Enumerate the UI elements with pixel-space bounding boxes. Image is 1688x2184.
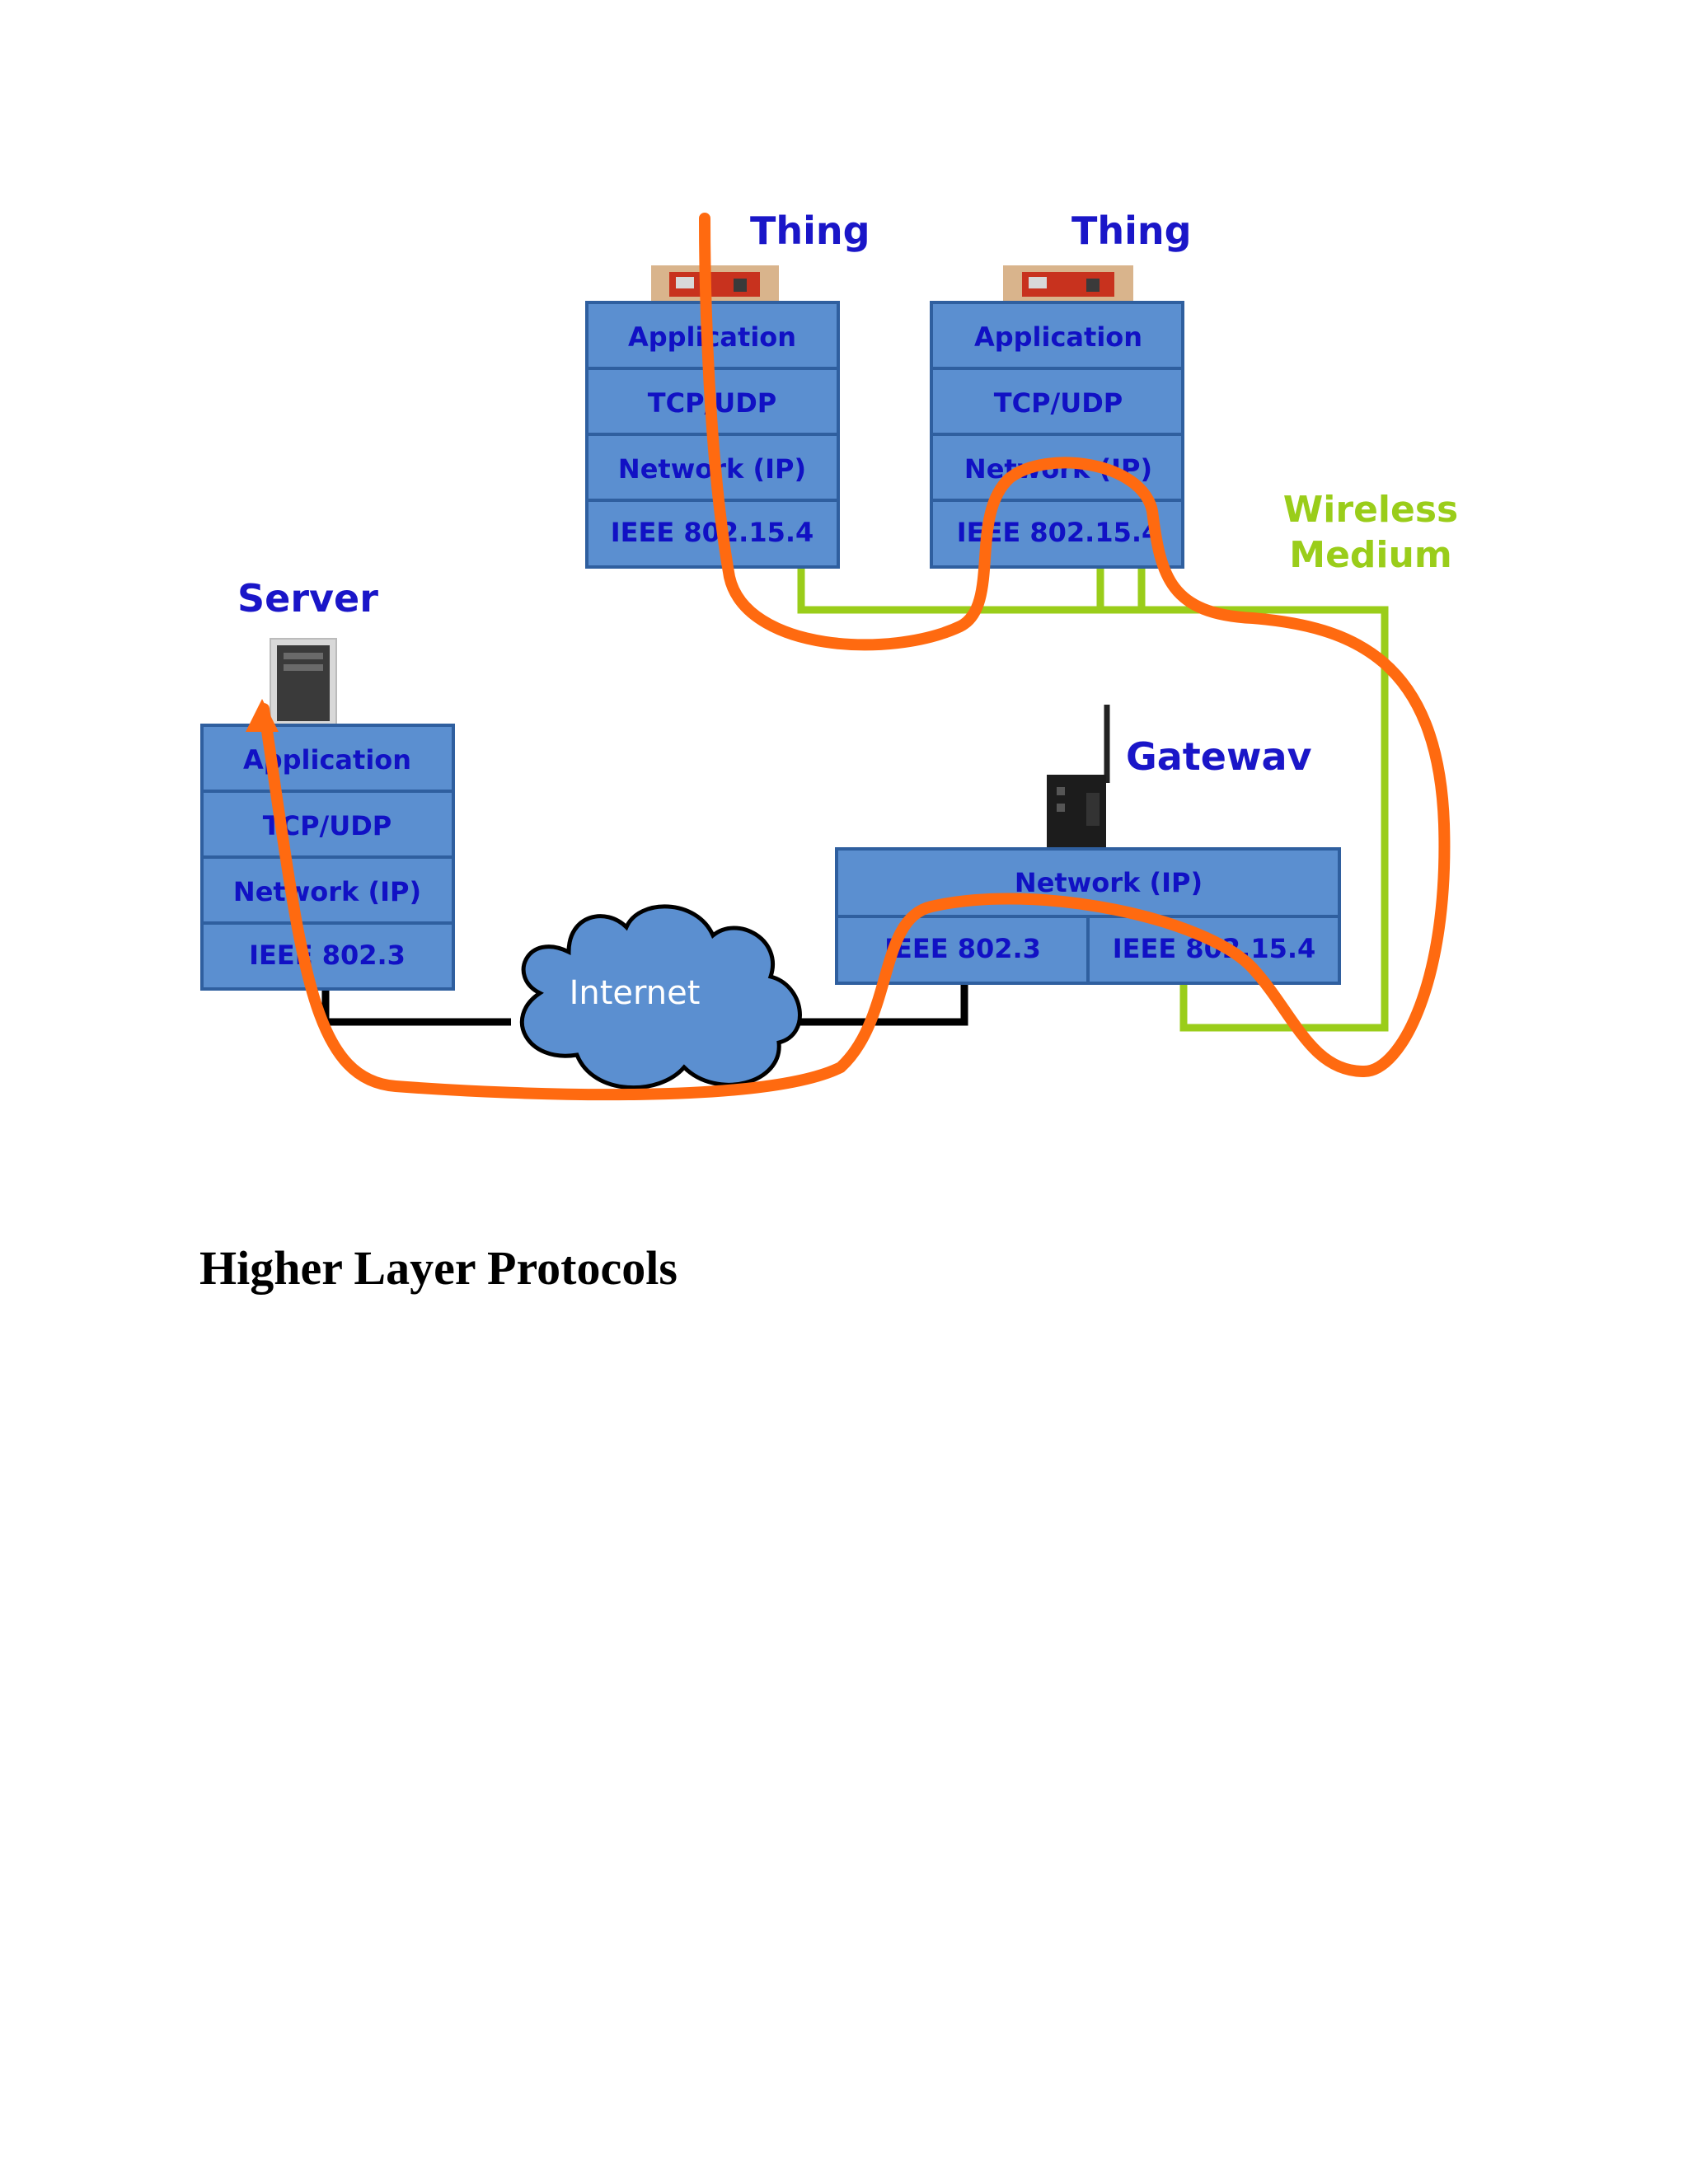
server-layer-network: Network (IP) bbox=[233, 876, 421, 907]
gateway-layer-wpan-box bbox=[1086, 915, 1341, 985]
thing-left-layer-link-box bbox=[585, 499, 840, 569]
thing-right-layer-application-box bbox=[930, 301, 1184, 370]
internet-label: Internet bbox=[570, 974, 701, 1012]
wireless-medium-label-line-1: Wireless bbox=[1283, 489, 1458, 531]
section-heading: Higher Layer Protocols bbox=[199, 1241, 678, 1295]
sensor-board-icon bbox=[1003, 265, 1133, 302]
sensor-board-icon bbox=[651, 265, 779, 302]
wireless-links bbox=[797, 567, 1389, 1032]
arrowhead-icon bbox=[246, 699, 279, 732]
thing-right-title: Thing bbox=[1071, 209, 1192, 253]
gateway-router-icon bbox=[1047, 705, 1110, 849]
server-layer-network-box bbox=[200, 855, 455, 925]
server-layer-link-box bbox=[200, 921, 455, 991]
thing-right-layer-application: Application bbox=[974, 321, 1142, 353]
thing-right-layer-transport-box bbox=[930, 367, 1184, 436]
internet-cloud: Internet bbox=[519, 904, 802, 1090]
gateway-layer-network: Network (IP) bbox=[1015, 867, 1203, 898]
gateway-title: Gatewav bbox=[1126, 734, 1312, 779]
gateway-layer-ethernet-box bbox=[835, 915, 1090, 985]
gateway-node: Gatewav Network (IP) IEEE 802.3 IEEE 802… bbox=[835, 705, 1341, 985]
thing-left-node: Thing Application TCP/UDP Network (IP) I… bbox=[585, 209, 870, 569]
server-node: Server Application TCP/UDP Network (IP) … bbox=[200, 576, 455, 991]
thing-right-layer-link-box bbox=[930, 499, 1184, 569]
thing-left-layer-link: IEEE 802.15.4 bbox=[611, 517, 814, 548]
server-title: Server bbox=[237, 576, 378, 621]
server-tower-icon bbox=[270, 638, 337, 725]
wireless-medium-label-line-2: Medium bbox=[1289, 534, 1451, 576]
gateway-layer-ethernet: IEEE 802.3 bbox=[884, 933, 1041, 964]
thing-left-title: Thing bbox=[750, 209, 870, 253]
thing-right-layer-transport: TCP/UDP bbox=[994, 387, 1123, 419]
server-layer-link: IEEE 802.3 bbox=[249, 940, 406, 971]
packet-path bbox=[246, 213, 1451, 1101]
